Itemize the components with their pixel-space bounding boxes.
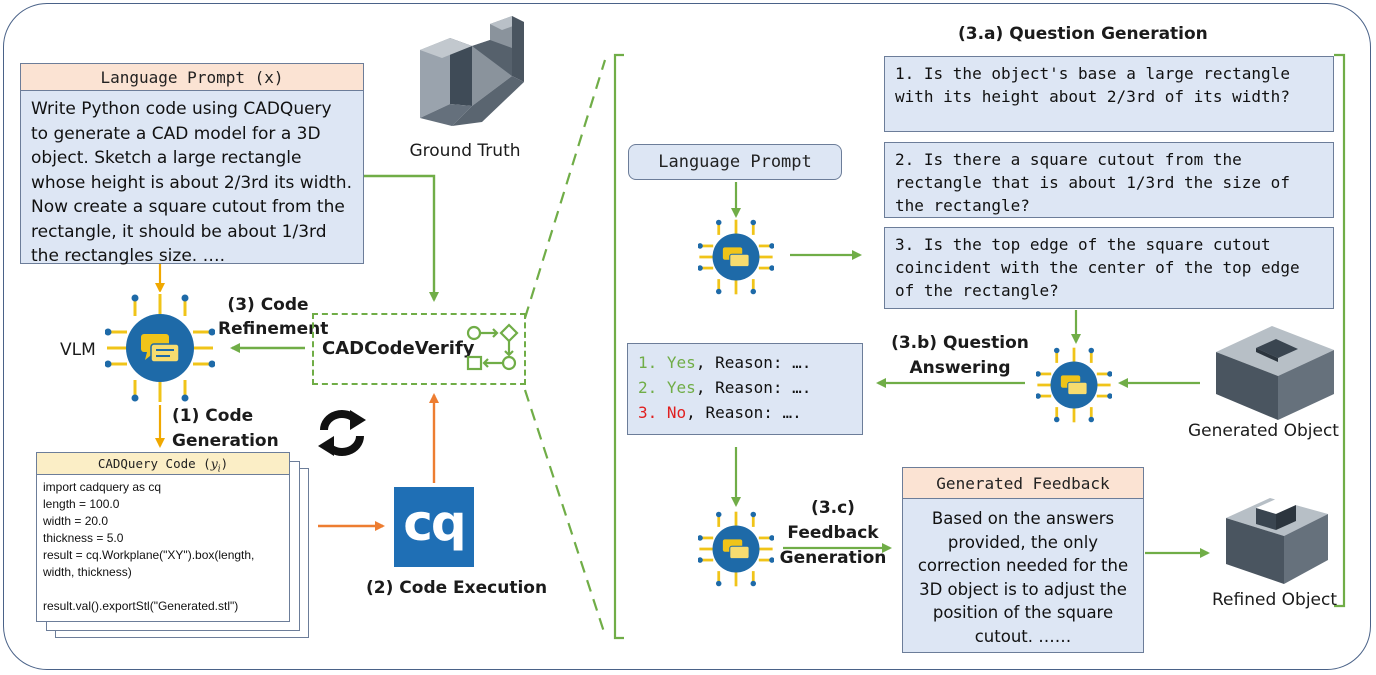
- prompt-body: Write Python code using CADQuery to gene…: [20, 90, 364, 266]
- code-header-prefix: CADQuery Code (: [97, 456, 211, 471]
- vlm-chip-icon: [104, 292, 216, 404]
- answer-row-1: 1. Yes, Reason: ….: [638, 350, 852, 375]
- refinement-label: (3) Code Refinement: [218, 293, 329, 341]
- code-body: import cadquery as cq length = 100.0 wid…: [43, 479, 289, 615]
- generation-label: (1) Code Generation: [172, 404, 279, 454]
- answer-reason: , Reason: ….: [695, 353, 812, 372]
- generated-object-icon: [1216, 326, 1334, 420]
- vlm-chip-icon: [1035, 347, 1113, 423]
- answer-word-yes: Yes: [666, 378, 696, 397]
- language-prompt-pill-text: Language Prompt: [658, 152, 812, 172]
- answer-reason: , Reason: ….: [695, 378, 812, 397]
- vlm-icon-qgen: [697, 218, 775, 296]
- code-line: width, thickness): [43, 565, 132, 579]
- outer-frame: [3, 3, 1371, 670]
- answer-word-no: No: [666, 403, 687, 422]
- generation-label-line2: Generation: [172, 431, 279, 451]
- dashed-expand-bottom: [523, 389, 607, 636]
- cadcodeverify-box: CADCodeVerify: [312, 313, 526, 385]
- answer-num: 1.: [638, 353, 658, 372]
- code-line: result = cq.Workplane("XY").box(length,: [43, 548, 255, 562]
- answers-box: 1. Yes, Reason: …. 2. Yes, Reason: …. 3.…: [627, 343, 863, 435]
- ground-truth-cube-icon: [420, 16, 524, 126]
- vlm-chip-icon: [697, 511, 775, 587]
- generation-label-line1: (1) Code: [172, 406, 254, 426]
- cq-logo-text: cq: [403, 494, 466, 552]
- answer-reason: , Reason: ….: [686, 403, 802, 422]
- ground-truth-label: Ground Truth: [409, 141, 521, 161]
- answer-num: 3.: [638, 403, 658, 422]
- prompt-header: Language Prompt (x): [20, 63, 364, 91]
- vlm-chip-icon: [697, 219, 775, 295]
- feedback-generation-label: (3.c) Feedback Generation: [766, 496, 900, 571]
- prompt-header-text: Language Prompt (x): [100, 68, 284, 87]
- code-line: thickness = 5.0: [43, 531, 124, 545]
- feedback-generation-line2: Generation: [779, 548, 887, 568]
- feedback-header: Generated Feedback: [902, 467, 1144, 499]
- feedback-generation-line1: (3.c) Feedback: [787, 498, 879, 543]
- code-header-sub: i: [217, 464, 221, 475]
- question-answering-line2: Answering: [909, 358, 1011, 378]
- code-header: CADQuery Code (yi): [37, 453, 289, 475]
- code-line: import cadquery as cq: [43, 480, 162, 494]
- refinement-label-line1: (3) Code: [227, 295, 309, 315]
- vlm-icon-feedback: [697, 510, 775, 588]
- cq-logo: cq: [394, 487, 474, 567]
- question-generation-title: (3.a) Question Generation: [958, 24, 1208, 44]
- cadcodeverify-label: CADCodeVerify: [322, 338, 475, 359]
- bracket-right: [1334, 53, 1346, 608]
- code-header-var: y: [210, 456, 218, 471]
- vlm-label: VLM: [60, 340, 96, 360]
- language-prompt-pill: Language Prompt: [628, 144, 842, 180]
- answer-row-2: 2. Yes, Reason: ….: [638, 375, 852, 400]
- code-header-suffix: ): [220, 456, 229, 471]
- refined-object-icon: [1226, 498, 1328, 584]
- question-box-1: 1. Is the object's base a large rectangl…: [884, 56, 1334, 132]
- dashed-expand-top: [523, 59, 607, 319]
- question-answering-line1: (3.b) Question: [891, 333, 1029, 353]
- refresh-cycle-icon: [318, 410, 366, 456]
- answer-word-yes: Yes: [666, 353, 696, 372]
- arrow-prompt-to-verify: [364, 174, 439, 302]
- prompt-body-text: Write Python code using CADQuery to gene…: [31, 99, 352, 266]
- refinement-label-line2: Refinement: [218, 319, 329, 339]
- vlm-icon-qa: [1035, 346, 1113, 424]
- workflow-icon: [466, 323, 519, 371]
- execution-label: (2) Code Execution: [366, 578, 548, 598]
- question-text: 2. Is there a square cutout from the rec…: [895, 150, 1290, 215]
- vlm-icon-left: [104, 292, 216, 404]
- code-line: length = 100.0: [43, 497, 120, 511]
- code-line: [43, 581, 289, 598]
- question-answering-label: (3.b) Question Answering: [890, 331, 1030, 381]
- code-line: width = 20.0: [43, 514, 109, 528]
- question-text: 1. Is the object's base a large rectangl…: [895, 64, 1290, 106]
- answer-row-3: 3. No, Reason: ….: [638, 400, 852, 425]
- answer-num: 2.: [638, 378, 658, 397]
- question-text: 3. Is the top edge of the square cutout …: [895, 235, 1300, 300]
- feedback-body: Based on the answers provided, the only …: [902, 498, 1144, 653]
- feedback-body-text: Based on the answers provided, the only …: [917, 509, 1129, 646]
- code-card: CADQuery Code (yi) import cadquery as cq…: [36, 452, 290, 622]
- bracket-left: [613, 53, 624, 640]
- question-box-3: 3. Is the top edge of the square cutout …: [884, 227, 1334, 309]
- feedback-header-text: Generated Feedback: [936, 474, 1110, 493]
- generated-object-label: Generated Object: [1188, 421, 1339, 441]
- refined-object-label: Refined Object: [1212, 590, 1338, 610]
- code-line: result.val().exportStl("Generated.stl"): [43, 599, 239, 613]
- question-box-2: 2. Is there a square cutout from the rec…: [884, 142, 1334, 218]
